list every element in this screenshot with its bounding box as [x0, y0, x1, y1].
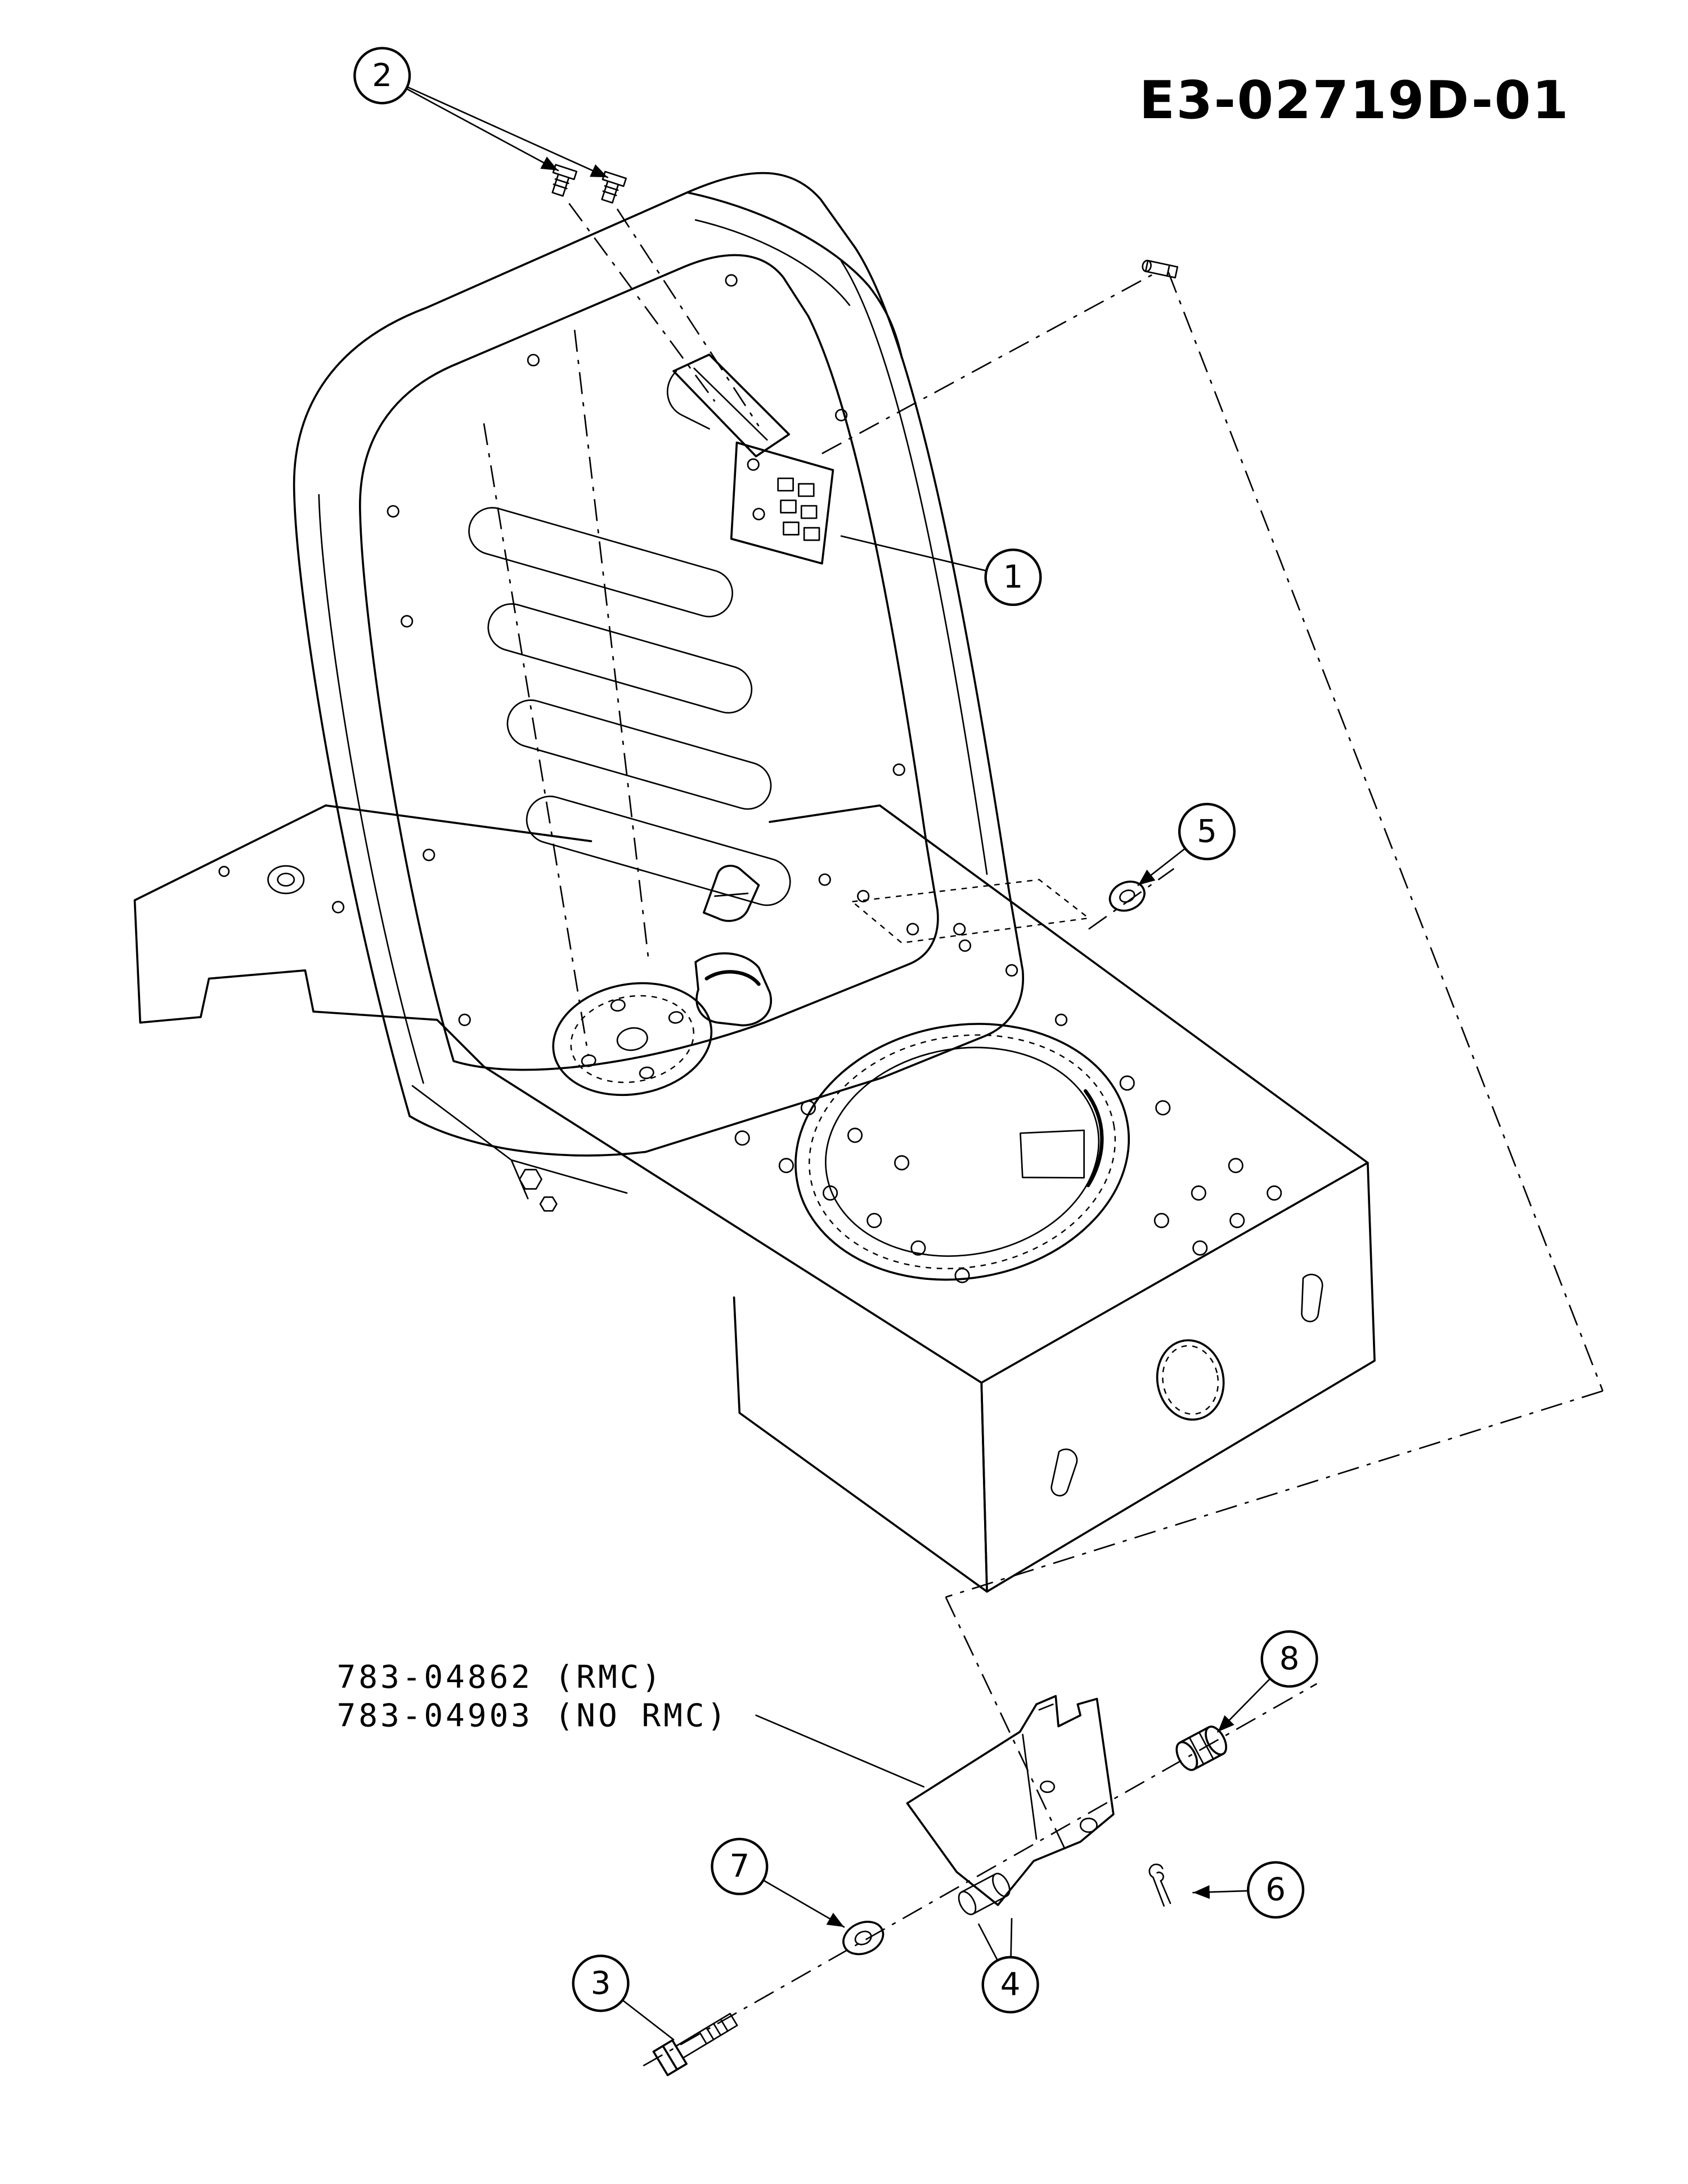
leader-line — [1217, 1678, 1271, 1733]
hex-bolt — [652, 2012, 738, 2077]
clevis-pin — [958, 1872, 1011, 1916]
rod-end-pin — [1142, 259, 1179, 278]
part-number-block: 783-04862 (RMC) 783-04903 (NO RMC) — [337, 1659, 925, 1788]
callout-1: 1 — [840, 535, 1042, 606]
seat-latch-assembly — [667, 353, 834, 565]
callout-number: 2 — [372, 57, 392, 94]
leader-line — [1010, 1918, 1013, 1958]
part-number-label-rmc: 783-04862 (RMC) — [337, 1659, 664, 1696]
callout-balloon — [353, 47, 411, 105]
callout-3: 3 — [572, 1954, 675, 2041]
cotter-pin — [1148, 1863, 1171, 1907]
callout-2: 2 — [353, 47, 609, 178]
flat-washer — [842, 1921, 885, 1956]
callout-balloon — [1247, 1861, 1305, 1919]
centerlines — [483, 203, 1604, 2067]
callout-balloon — [711, 1837, 769, 1895]
leader-line — [840, 535, 987, 572]
leader-line — [406, 86, 609, 178]
callout-balloon — [572, 1954, 630, 2012]
callout-layer: 2 1 5 8 6 7 3 4 — [353, 47, 1318, 2041]
leader-line — [1137, 847, 1186, 886]
latch-bracket — [906, 1695, 1115, 1906]
callout-number: 6 — [1265, 1872, 1286, 1908]
diagram-title: E3-02719D-01 — [1139, 70, 1570, 131]
callout-number: 7 — [729, 1848, 749, 1885]
shoulder-washer — [1108, 880, 1146, 912]
callout-number: 1 — [1003, 559, 1023, 596]
base-frame — [133, 804, 1376, 1593]
callout-balloon — [1260, 1630, 1318, 1688]
callout-number: 4 — [1000, 1966, 1021, 2003]
callout-number: 3 — [591, 1965, 611, 2002]
callout-5: 5 — [1137, 802, 1236, 886]
leader-line — [762, 1879, 845, 1928]
callout-balloon — [984, 549, 1042, 606]
leader-line — [405, 88, 559, 172]
label-leader-line — [755, 1714, 925, 1788]
seat-back-panel — [293, 172, 1025, 1157]
callout-number: 5 — [1197, 814, 1217, 850]
callout-7: 7 — [711, 1837, 845, 1928]
callout-number: 8 — [1280, 1641, 1300, 1677]
callout-balloon — [981, 1956, 1039, 2014]
leader-line — [1192, 1885, 1249, 1899]
callout-balloon — [1178, 802, 1236, 861]
leader-line — [978, 1923, 999, 1961]
leader-line — [621, 1999, 675, 2041]
callout-4: 4 — [978, 1918, 1039, 2014]
spacer-bushing — [1175, 1725, 1227, 1771]
part-number-label-no-rmc: 783-04903 (NO RMC) — [337, 1697, 729, 1734]
callout-8: 8 — [1217, 1630, 1318, 1733]
callout-6: 6 — [1192, 1861, 1305, 1919]
mounting-screws — [551, 164, 627, 204]
